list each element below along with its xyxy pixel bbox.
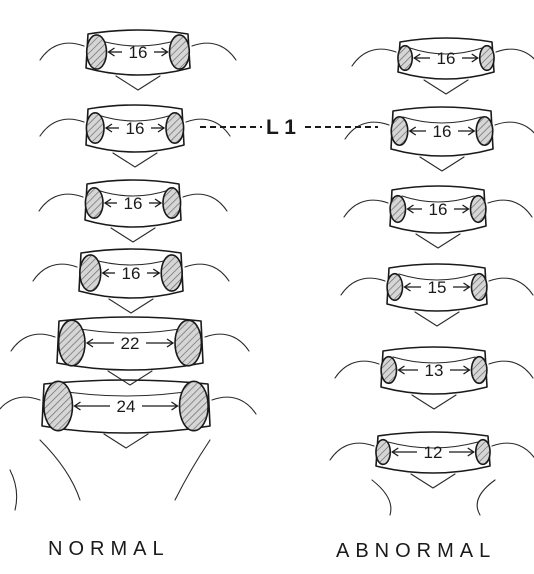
interpedicular-distance: 16 [437, 49, 456, 68]
vertebra: 16 [345, 107, 534, 171]
pedicle-left [398, 46, 412, 71]
ilium-line-right [175, 440, 210, 500]
pedicle-left [376, 440, 390, 465]
transverse-process-right [205, 334, 249, 351]
transverse-process-left [330, 443, 374, 460]
transverse-process-right [492, 443, 534, 460]
l1-level-connector: L 1 [200, 116, 378, 139]
spinous-process [412, 395, 456, 409]
normal-spine-column: 16 16 16 16 22 24 [0, 30, 256, 510]
vertebra: 13 [335, 347, 533, 409]
spinous-process [113, 153, 157, 167]
transverse-process-left [33, 264, 77, 281]
pedicle-right [180, 381, 209, 430]
abnormal-caption: ABNORMAL [336, 540, 496, 562]
spinous-process [411, 474, 455, 488]
pedicle-left [85, 188, 103, 218]
interpedicular-distance: 15 [428, 278, 447, 297]
interpedicular-distance: 12 [424, 443, 443, 462]
spinous-process [108, 371, 152, 385]
transverse-process-left [11, 334, 55, 351]
vertebra: 16 [39, 180, 227, 242]
interpedicular-distance: 13 [425, 361, 444, 380]
interpedicular-distance: 16 [122, 264, 141, 283]
transverse-process-left [352, 49, 396, 66]
transverse-process-left [335, 361, 379, 378]
ilium-line-outer [10, 470, 17, 510]
spinous-process [415, 312, 459, 326]
interpedicular-distance: 16 [429, 200, 448, 219]
spinous-process [424, 80, 468, 94]
transverse-process-right [488, 200, 532, 217]
pedicle-left [59, 320, 85, 366]
sacrum-line-left [372, 480, 391, 515]
transverse-process-right [489, 278, 533, 295]
transverse-process-right [212, 397, 256, 414]
pedicle-right [480, 46, 494, 71]
vertebra: 12 [330, 432, 534, 488]
vertebra: 16 [352, 38, 534, 94]
interpedicular-distance: 16 [433, 122, 452, 141]
abnormal-spine-column: 16 16 16 15 13 12 [330, 38, 534, 515]
sacrum-line-right [477, 480, 495, 515]
spinous-process [416, 234, 460, 248]
vertebra: 22 [11, 317, 249, 385]
interpedicular-distance: 22 [121, 334, 140, 353]
pedicle-right [166, 113, 184, 143]
transverse-process-right [192, 43, 236, 60]
pedicle-right [161, 255, 182, 291]
vertebra: 16 [344, 186, 532, 248]
transverse-process-right [496, 49, 534, 66]
spinous-process [111, 228, 155, 242]
l1-level-label: L 1 [266, 116, 296, 139]
spinous-process [420, 157, 464, 171]
transverse-process-right [495, 122, 534, 139]
transverse-process-right [489, 361, 533, 378]
pedicle-right [163, 188, 181, 218]
pedicle-right [170, 35, 190, 69]
pedicle-right [472, 357, 487, 384]
interpedicular-distance: 24 [117, 397, 136, 416]
pedicle-right [175, 320, 201, 366]
transverse-process-left [40, 43, 84, 60]
transverse-process-left [39, 194, 83, 211]
spinous-process [109, 299, 153, 313]
pedicle-right [472, 274, 487, 301]
spinous-process [116, 76, 160, 90]
transverse-process-right [185, 264, 229, 281]
transverse-process-left [40, 119, 84, 136]
transverse-process-left [0, 397, 40, 414]
vertebra: 15 [341, 264, 533, 326]
interpedicular-distance: 16 [129, 43, 148, 62]
transverse-process-left [341, 278, 385, 295]
pedicle-left [381, 357, 396, 384]
vertebra: 16 [33, 249, 229, 313]
pedicle-left [391, 117, 408, 146]
transverse-process-left [345, 122, 389, 139]
ilium-line-left [40, 440, 80, 500]
vertebra: 16 [40, 105, 230, 167]
transverse-process-left [344, 200, 388, 217]
spinous-process [104, 434, 148, 448]
interpedicular-distance: 16 [124, 194, 143, 213]
pedicle-left [86, 113, 104, 143]
pedicle-left [387, 274, 402, 301]
pedicle-left [44, 381, 73, 430]
pedicle-left [80, 255, 101, 291]
pedicle-right [476, 440, 490, 465]
pedicle-right [471, 196, 486, 223]
pedicle-left [390, 196, 405, 223]
endplate-line [69, 327, 191, 333]
pedicle-right [476, 117, 493, 146]
interpedicular-distance: 16 [126, 119, 145, 138]
vertebra: 24 [0, 380, 256, 448]
endplate-line [54, 390, 198, 396]
normal-caption: NORMAL [48, 538, 170, 560]
pedicle-left [87, 35, 107, 69]
vertebra: 16 [40, 30, 236, 90]
transverse-process-right [183, 194, 227, 211]
